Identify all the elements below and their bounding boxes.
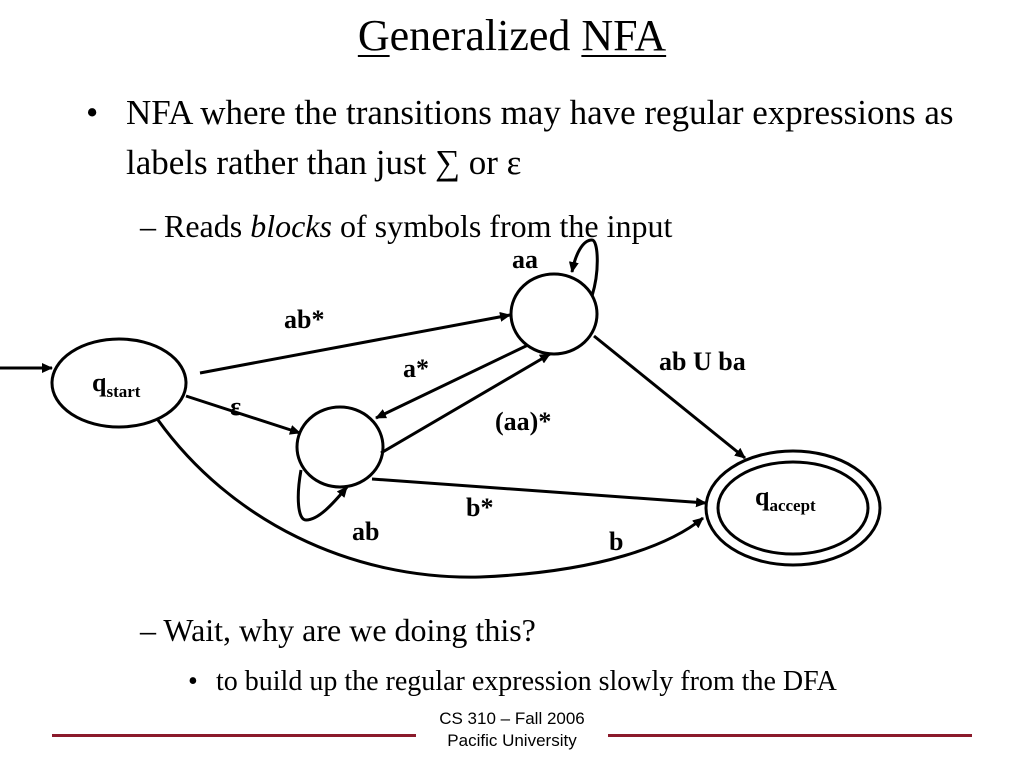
footer: CS 310 – Fall 2006 Pacific University bbox=[0, 706, 1024, 756]
sub-bullet-prefix: – Reads bbox=[140, 208, 251, 244]
state-middle bbox=[295, 405, 385, 489]
sub-bullet-wait: – Wait, why are we doing this? bbox=[140, 612, 536, 648]
edge-b bbox=[156, 419, 704, 579]
edge-label-a-star: a* bbox=[403, 354, 429, 383]
state-accept-inner bbox=[716, 460, 870, 556]
state-upper bbox=[509, 272, 599, 356]
sub-bullet-reads-blocks: – Reads blocks of symbols from the input bbox=[140, 206, 672, 246]
state-start bbox=[50, 337, 188, 429]
edge-a-star bbox=[375, 343, 529, 420]
state-start-label: qstart bbox=[92, 368, 141, 401]
edge-label-b-star: b* bbox=[466, 493, 493, 522]
edge-aa bbox=[568, 238, 599, 297]
title-first-letter: G bbox=[357, 11, 390, 60]
edge-ab-union-ba bbox=[593, 334, 746, 460]
edge-label-epsilon: ε bbox=[230, 392, 241, 421]
edge-label-ab-star: ab* bbox=[284, 305, 324, 334]
edge-label-ab-loop: ab bbox=[352, 517, 379, 546]
footer-rule-left bbox=[52, 734, 416, 737]
edge-label-aa-paren-star: (aa)* bbox=[495, 407, 551, 436]
bullet-marker: • bbox=[86, 93, 99, 132]
footer-university: Pacific University bbox=[447, 731, 577, 750]
sub-sub-bullet-marker: • bbox=[188, 666, 198, 697]
slide-title: Generalized NFA bbox=[0, 8, 1024, 64]
footer-text: CS 310 – Fall 2006 Pacific University bbox=[420, 708, 604, 752]
footer-rule-right bbox=[608, 734, 972, 737]
state-accept-label: qaccept bbox=[755, 482, 816, 515]
edge-ab-loop bbox=[296, 469, 349, 522]
bullet-1-text: NFA where the transitions may have regul… bbox=[126, 93, 954, 182]
sub-bullet-italic: blocks bbox=[250, 208, 332, 244]
title-acronym: NFA bbox=[581, 11, 667, 60]
footer-course: CS 310 – Fall 2006 bbox=[439, 709, 585, 728]
sub-sub-bullet-text: to build up the regular expression slowl… bbox=[216, 666, 837, 697]
state-accept-outer bbox=[704, 449, 882, 567]
title-rest: eneralized bbox=[389, 11, 571, 60]
edge-label-aa: aa bbox=[512, 245, 538, 274]
edge-ab-star bbox=[199, 311, 511, 375]
edge-label-b: b bbox=[609, 527, 623, 556]
edge-epsilon bbox=[185, 394, 301, 435]
edge-b-star bbox=[371, 477, 707, 508]
edge-label-ab-union-ba: ab U ba bbox=[659, 347, 746, 376]
edge-aa-paren-star bbox=[380, 352, 551, 455]
sub-bullet-suffix: of symbols from the input bbox=[331, 208, 673, 244]
